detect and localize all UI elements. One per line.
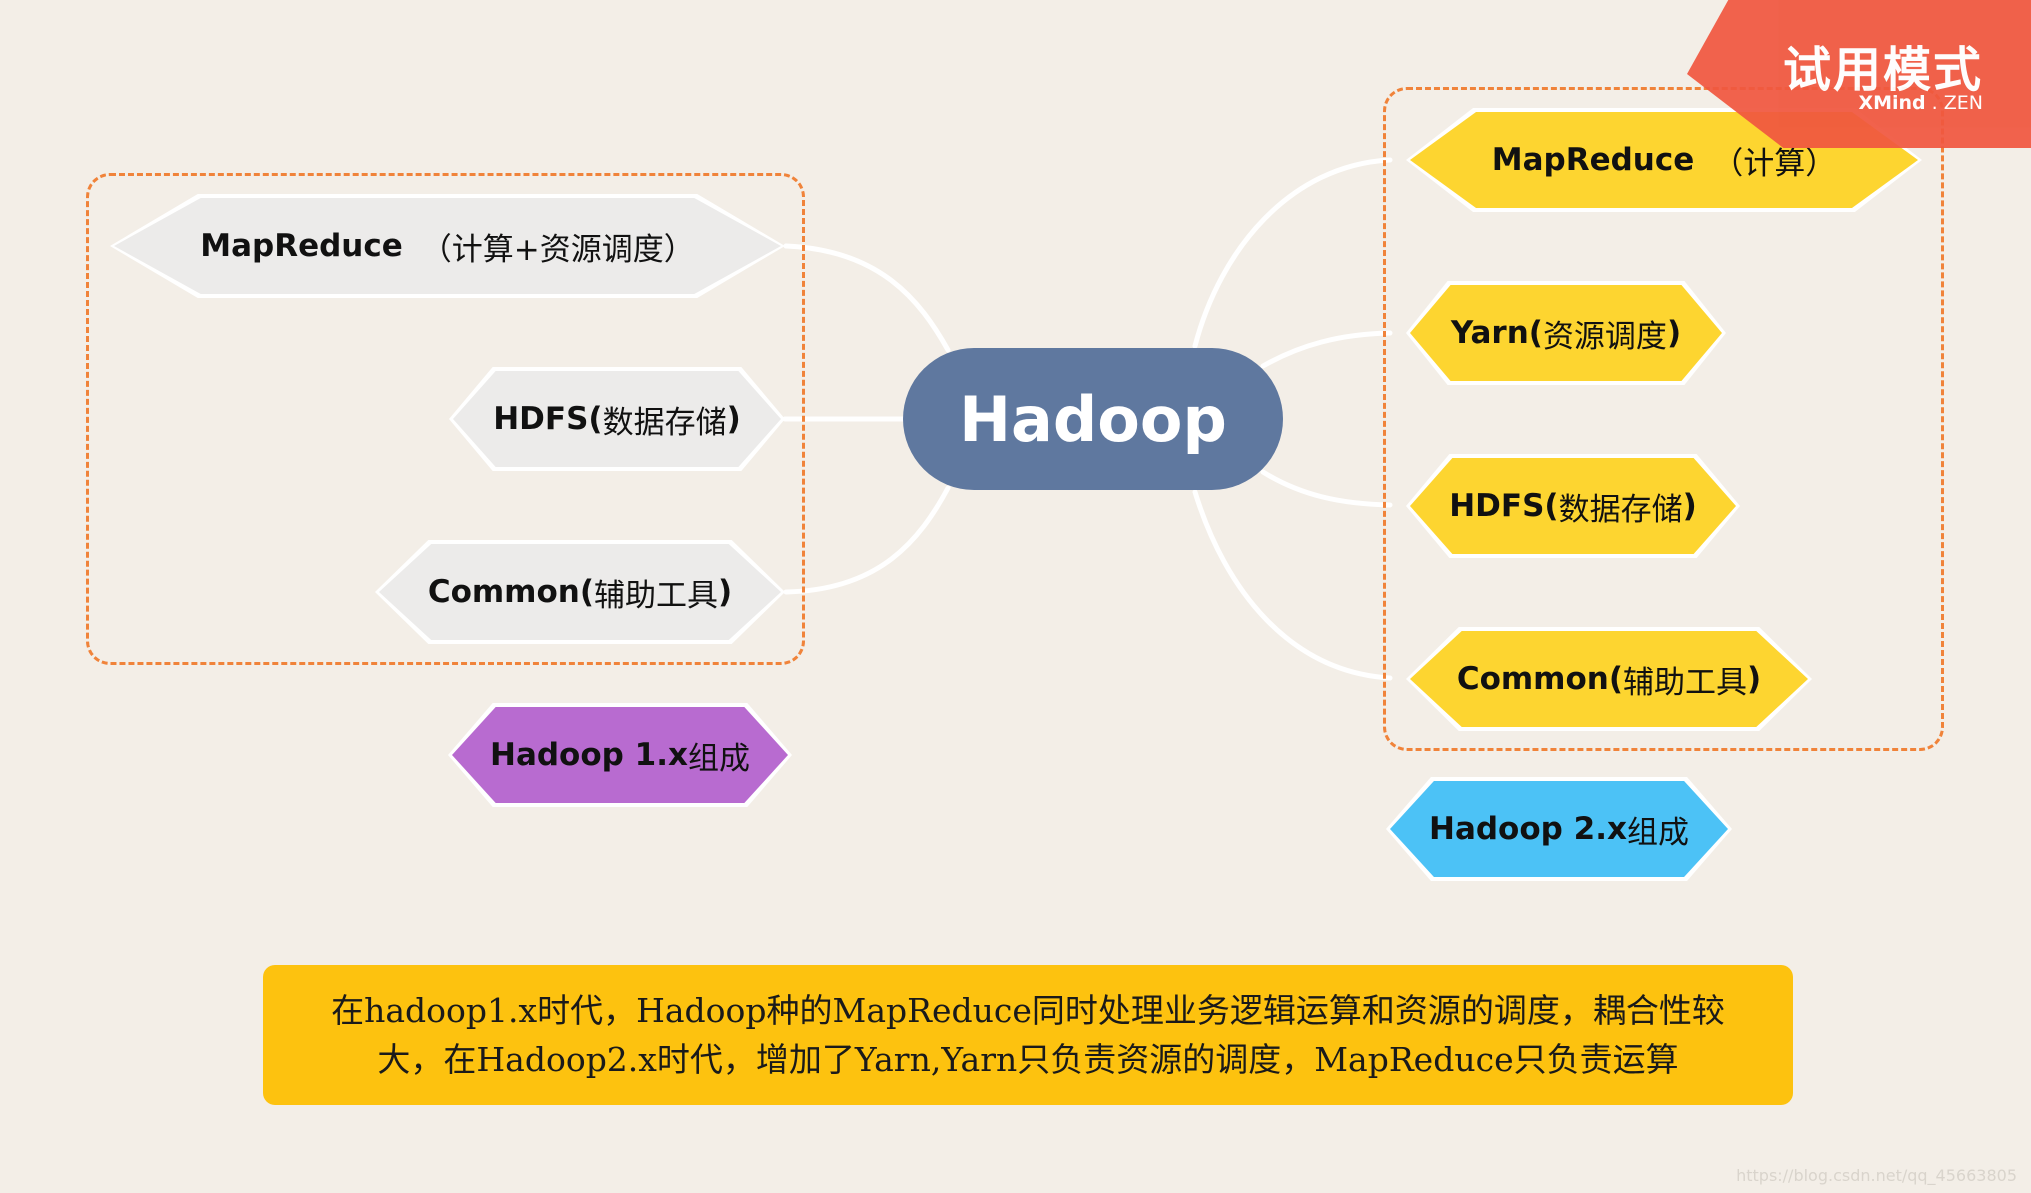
left-node-mapreduce[interactable]: MapReduce （计算+资源调度） [110, 194, 785, 298]
left-node-hdfs-desc: 数据存储 [602, 404, 727, 441]
caption-hadoop-1x-suffix: 组成 [687, 740, 750, 777]
caption-hadoop-1x-title: Hadoop 1.x [490, 737, 688, 773]
watermark-brand-name: XMind [1858, 92, 1926, 114]
left-node-hdfs-title: HDFS( [493, 401, 603, 437]
right-node-hdfs[interactable]: HDFS(数据存储) [1406, 454, 1740, 558]
watermark-title: 试用模式 [1782, 42, 1983, 98]
left-group-frame [86, 173, 805, 665]
center-node-hadoop[interactable]: Hadoop [903, 348, 1283, 490]
right-node-yarn-title: Yarn( [1450, 315, 1543, 351]
watermark-brand: XMind . ZEN [1858, 92, 1983, 114]
trial-mode-watermark: 试用模式 XMind . ZEN [1687, 0, 2031, 148]
left-node-mapreduce-title: MapReduce [200, 228, 403, 264]
right-node-yarn[interactable]: Yarn(资源调度) [1406, 281, 1726, 385]
right-node-common[interactable]: Common(辅助工具) [1406, 627, 1812, 731]
connector-right-mapreduce [1192, 157, 1393, 349]
connector-right-yarn [1260, 330, 1393, 369]
right-node-mapreduce[interactable]: MapReduce （计算） [1406, 108, 1922, 212]
watermark-edition: ZEN [1943, 92, 1983, 114]
left-node-common-title: Common( [427, 574, 594, 610]
left-node-hdfs[interactable]: HDFS(数据存储) [449, 367, 785, 471]
connector-left-common [783, 485, 951, 595]
connector-right-common [1192, 489, 1393, 681]
right-node-hdfs-title: HDFS( [1449, 488, 1559, 524]
right-node-common-close: ) [1747, 661, 1762, 697]
right-node-common-title: Common( [1456, 661, 1623, 697]
right-group-frame [1383, 87, 1944, 751]
left-node-common[interactable]: Common(辅助工具) [375, 540, 785, 644]
right-node-yarn-desc: 资源调度 [1542, 318, 1667, 355]
summary-note[interactable]: 在hadoop1.x时代，Hadoop种的MapReduce同时处理业务逻辑运算… [263, 965, 1793, 1105]
left-node-hdfs-close: ) [726, 401, 741, 437]
left-node-common-close: ) [718, 574, 733, 610]
right-node-hdfs-desc: 数据存储 [1558, 491, 1683, 528]
connector-left-mapreduce [783, 243, 951, 353]
left-node-common-desc: 辅助工具 [594, 577, 718, 614]
right-node-common-desc: 辅助工具 [1623, 664, 1747, 701]
left-node-mapreduce-desc: （计算+资源调度） [420, 231, 695, 268]
summary-note-line2: 大，在Hadoop2.x时代，增加了Yarn,Yarn只负责资源的调度，MapR… [377, 1040, 1679, 1079]
summary-note-line1: 在hadoop1.x时代，Hadoop种的MapReduce同时处理业务逻辑运算… [331, 991, 1725, 1030]
caption-hadoop-2x-title: Hadoop 2.x [1429, 811, 1627, 847]
right-node-hdfs-close: ) [1682, 488, 1697, 524]
footer-url: https://blog.csdn.net/qq_45663805 [1736, 1166, 2017, 1185]
center-node-label: Hadoop [959, 382, 1227, 456]
right-node-yarn-close: ) [1666, 315, 1682, 351]
right-node-mapreduce-desc: （计算） [1712, 145, 1837, 182]
right-node-mapreduce-title: MapReduce [1491, 142, 1695, 178]
connector-right-hdfs [1260, 469, 1393, 508]
caption-hadoop-2x-suffix: 组成 [1626, 814, 1689, 851]
